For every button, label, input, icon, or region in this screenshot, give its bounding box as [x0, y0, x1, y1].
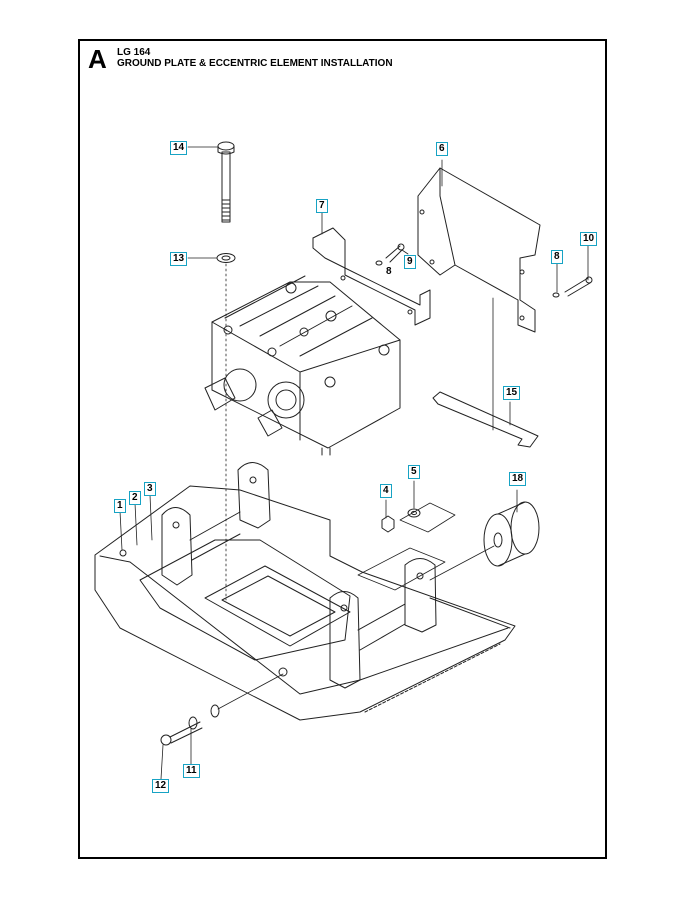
- callout-18: 18: [509, 472, 527, 486]
- part-4-nut: [381, 515, 395, 533]
- callout-8-right: 8: [551, 250, 563, 264]
- callout-10: 10: [580, 232, 598, 246]
- model-name: LG 164: [117, 47, 151, 58]
- ground-plate: [94, 485, 516, 721]
- part-7-bracket: [312, 227, 431, 326]
- part-14-long-bolt: [217, 141, 235, 223]
- part-10-screw: [564, 276, 593, 297]
- drawing-frame: [78, 39, 607, 859]
- callout-6: 6: [436, 142, 448, 156]
- mount-plane-upper: [399, 502, 456, 533]
- part-18-pulley: [429, 501, 540, 581]
- part-9-screw: [385, 243, 405, 263]
- part-12-screw: [160, 721, 203, 746]
- drawing-title: GROUND PLATE & ECCENTRIC ELEMENT INSTALL…: [117, 58, 393, 69]
- part-15-hex-key: [432, 391, 539, 448]
- callout-5: 5: [408, 465, 420, 479]
- callout-4: 4: [380, 484, 392, 498]
- part-6-cover-plate: [417, 167, 541, 333]
- callout-13: 13: [170, 252, 188, 266]
- ground-plate-uprights: [161, 462, 437, 689]
- callout-2: 2: [129, 491, 141, 505]
- callout-9: 9: [404, 255, 416, 269]
- callout-8-left: 8: [386, 266, 392, 277]
- callout-14: 14: [170, 141, 188, 155]
- part-5-washer: [407, 508, 421, 518]
- callout-7: 7: [316, 199, 328, 213]
- callout-11: 11: [183, 764, 200, 778]
- part-11-washers: [188, 673, 284, 730]
- callout-3: 3: [144, 482, 156, 496]
- part-13-washer: [216, 253, 236, 263]
- part-8-washer-left: [375, 260, 383, 266]
- callout-leader-lines: [119, 146, 589, 780]
- callout-1: 1: [114, 499, 126, 513]
- callout-15: 15: [503, 386, 521, 400]
- eccentric-element-housing: [204, 275, 401, 456]
- section-letter: A: [88, 44, 107, 74]
- part-8-washer-right: [552, 292, 560, 298]
- callout-12: 12: [152, 779, 170, 793]
- mount-plane-lower: [357, 547, 446, 591]
